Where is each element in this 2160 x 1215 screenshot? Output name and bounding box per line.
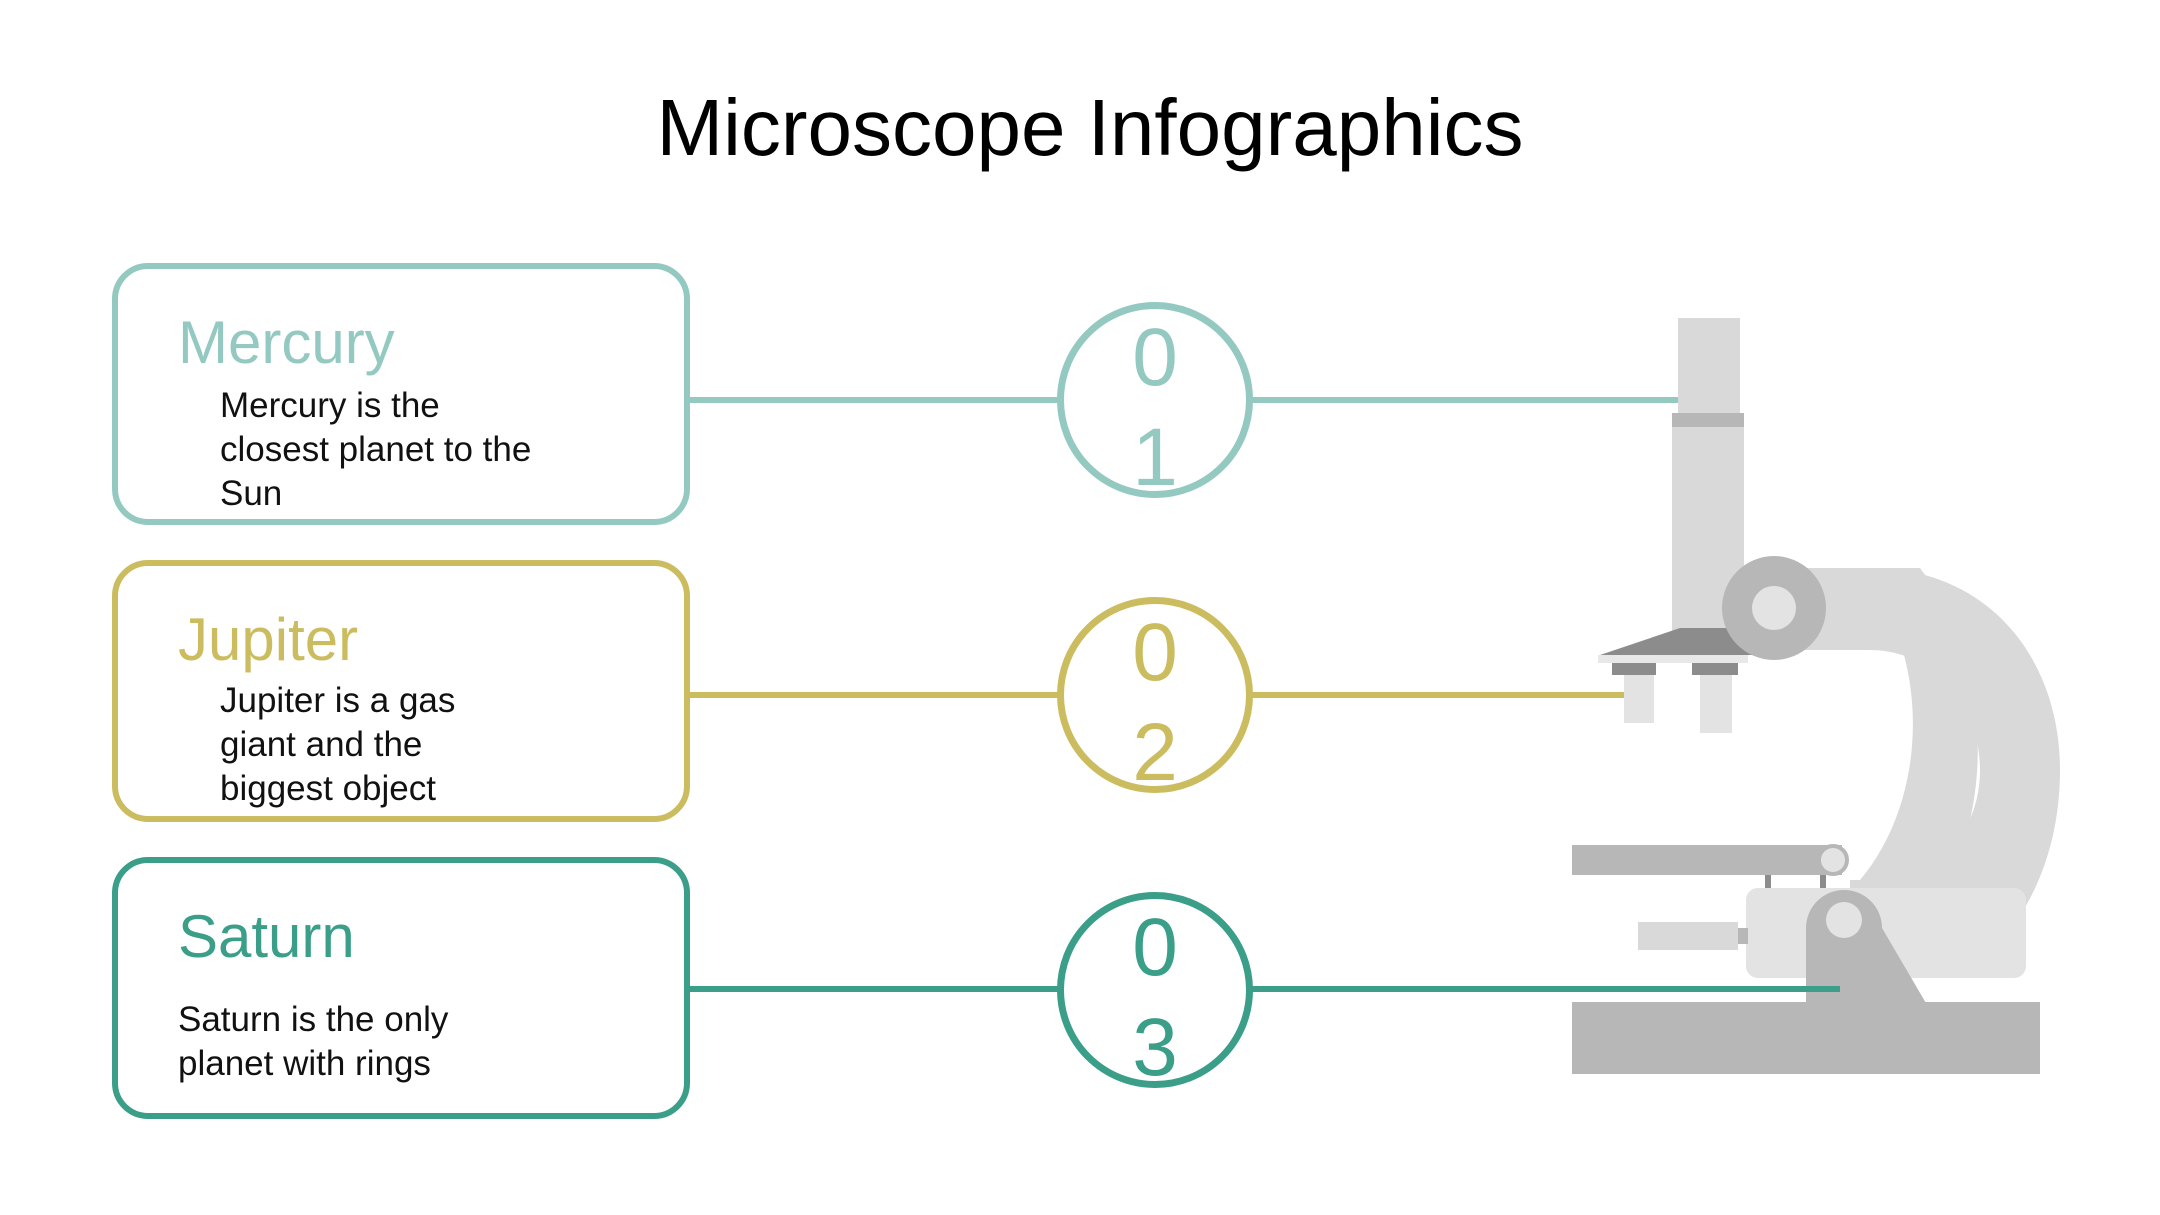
microscope-nosepiece-plate: [1598, 655, 1748, 663]
microscope-objective-right-body: [1700, 675, 1732, 733]
card-text-jupiter: Jupiter is a gas giant and the biggest o…: [220, 681, 456, 808]
card-mercury: Mercury Mercury is the closest planet to…: [112, 263, 690, 525]
card-title-jupiter: Jupiter: [178, 606, 359, 673]
microscope-stage-leg-right: [1820, 875, 1826, 889]
card-text-mercury: Mercury is the closest planet to the Sun: [220, 386, 532, 513]
number-circle-1: 0 1: [1057, 302, 1253, 503]
microscope-objective-left: [1612, 663, 1656, 675]
card-jupiter: Jupiter Jupiter is a gas giant and the b…: [112, 560, 690, 822]
card-title-saturn: Saturn: [178, 903, 355, 970]
microscope-focus-knob-center: [1752, 586, 1796, 630]
number-digit-1a: 0: [1132, 312, 1178, 403]
microscope-nosepiece: [1600, 628, 1758, 655]
card-title-mercury: Mercury: [178, 309, 395, 376]
page-title: Microscope Infographics: [656, 83, 1524, 172]
microscope-lamp-cap: [1738, 928, 1748, 944]
microscope-pillar-knob: [1826, 902, 1862, 938]
microscope-stage-clip: [1817, 844, 1849, 876]
number-digit-2b: 2: [1132, 707, 1178, 798]
number-digit-1b: 1: [1132, 412, 1178, 503]
connector-line-1a: [690, 397, 1060, 403]
connector-line-2a: [690, 692, 1060, 698]
microscope-objective-right: [1692, 663, 1738, 675]
microscope-stage-leg-left: [1765, 875, 1771, 889]
number-digit-3a: 0: [1132, 902, 1178, 993]
microscope-arm-outer: [1800, 568, 2060, 970]
microscope-tube-band: [1672, 413, 1744, 427]
microscope-objective-left-body: [1624, 675, 1654, 723]
card-text-saturn: Saturn is the only planet with rings: [178, 1000, 449, 1083]
connector-line-1b: [1250, 397, 1715, 403]
number-circle-2: 0 2: [1057, 597, 1253, 798]
microscope-lamp: [1638, 922, 1738, 950]
microscope-eyepiece: [1678, 318, 1740, 413]
connector-line-2b: [1250, 692, 1645, 698]
number-digit-3b: 3: [1132, 1002, 1178, 1093]
number-circle-3: 0 3: [1057, 892, 1253, 1093]
number-digit-2a: 0: [1132, 607, 1178, 698]
connector-line-3b: [1250, 986, 1840, 992]
connector-line-3a: [690, 986, 1060, 992]
card-saturn: Saturn Saturn is the only planet with ri…: [112, 857, 690, 1119]
microscope-stage: [1572, 845, 1842, 875]
microscope-base: [1572, 1002, 2040, 1074]
microscope-illustration: [1572, 318, 2060, 1074]
